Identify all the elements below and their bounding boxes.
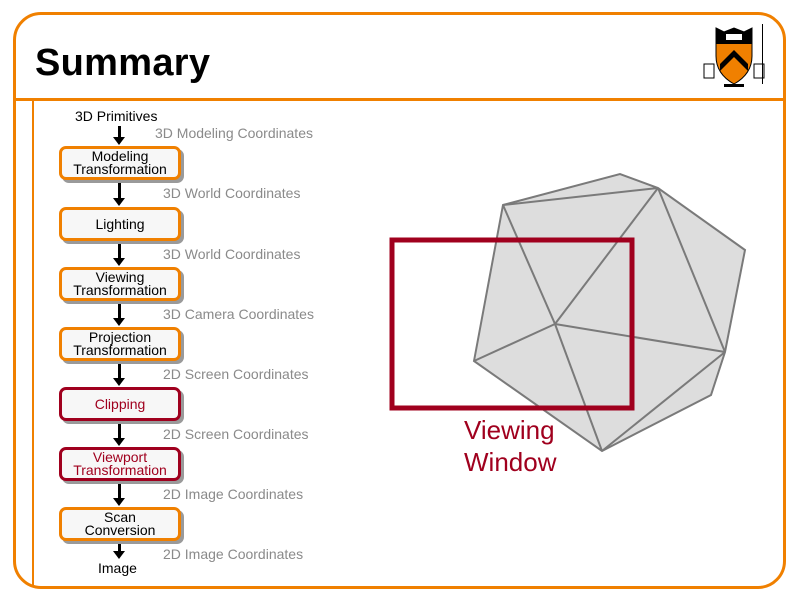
pipeline-stage-label-line: Clipping	[94, 395, 146, 412]
pipeline-stage-label-line: Transformation	[73, 342, 167, 358]
polyhedron-edge	[657, 187, 726, 353]
polyhedron-edge	[554, 323, 726, 353]
pipeline-arrow-head-icon	[113, 258, 125, 266]
pipeline-stage-label-line: Lighting	[95, 215, 145, 232]
pipeline-arrow-shaft	[118, 126, 121, 138]
polyhedron-edge	[554, 323, 603, 452]
pipeline-stage-box[interactable]: Lighting	[59, 207, 181, 241]
viewing-window-rect	[389, 237, 635, 411]
pipeline-arrow-shaft	[118, 180, 121, 199]
pipeline-stage-box[interactable]: Clipping	[59, 387, 181, 421]
pipeline-arrow-shaft	[118, 541, 121, 552]
title-divider	[13, 98, 786, 101]
coordinate-system-label: 2D Image Coordinates	[163, 486, 304, 502]
pipeline-arrow-shaft	[118, 241, 121, 259]
pipeline-arrow-head-icon	[113, 438, 125, 446]
pipeline-arrow-shaft	[118, 361, 121, 379]
pipeline-arrow-head-icon	[113, 318, 125, 326]
pipeline-arrow-head-icon	[113, 137, 125, 145]
pipeline-input-label: 3D Primitives	[75, 108, 158, 124]
coordinate-system-label: 3D Camera Coordinates	[163, 306, 314, 322]
princeton-shield-logo-icon	[703, 24, 765, 87]
pipeline-arrow-shaft	[118, 421, 121, 439]
pipeline-stage-label-line: Transformation	[73, 462, 167, 478]
viewing-window-label-line: Viewing	[464, 415, 555, 445]
polyhedron	[472, 172, 747, 453]
pipeline-stage-label-line: Conversion	[84, 522, 156, 538]
pipeline-stage-label-line: Projection	[88, 329, 152, 345]
viewing-window-label: Viewing Window	[464, 414, 556, 478]
pipeline-stage-label-line: Modeling	[91, 148, 149, 164]
coordinate-system-label: 2D Screen Coordinates	[163, 426, 309, 442]
pipeline-stage-label-line: Transformation	[73, 161, 167, 177]
coordinate-system-label: 3D World Coordinates	[163, 185, 301, 201]
polyhedron-edge	[601, 351, 726, 452]
pipeline-arrow-head-icon	[113, 551, 125, 559]
polyhedron-edge	[502, 187, 659, 206]
left-margin-rule	[32, 100, 34, 587]
slide-frame	[13, 12, 786, 589]
pipeline-arrow-shaft	[118, 481, 121, 499]
pipeline-output-label: Image	[98, 560, 137, 576]
pipeline-stage-label-line: Viewing	[95, 269, 145, 285]
polyhedron-edge	[473, 323, 556, 362]
slide-title: Summary	[35, 42, 211, 84]
pipeline-stage-label: Lighting	[95, 215, 145, 232]
viewing-window-label-line: Window	[464, 447, 557, 477]
pipeline-arrow-shaft	[118, 301, 121, 319]
pipeline-arrow-head-icon	[113, 198, 125, 206]
polyhedron-edge	[502, 204, 556, 325]
coordinate-system-label: 2D Image Coordinates	[163, 546, 304, 562]
pipeline-stage-label-line: Scan	[104, 509, 136, 525]
pipeline-stage-label-line: Transformation	[73, 282, 167, 298]
pipeline-arrow-head-icon	[113, 378, 125, 386]
pipeline-arrow-head-icon	[113, 498, 125, 506]
polyhedron-edge	[554, 187, 659, 325]
coordinate-system-label: 2D Screen Coordinates	[163, 366, 309, 382]
coordinate-system-label: 3D Modeling Coordinates	[155, 125, 313, 141]
pipeline-stage-label: Clipping	[94, 395, 146, 412]
pipeline-stage-label-line: Viewport	[92, 449, 148, 465]
coordinate-system-label: 3D World Coordinates	[163, 246, 301, 262]
